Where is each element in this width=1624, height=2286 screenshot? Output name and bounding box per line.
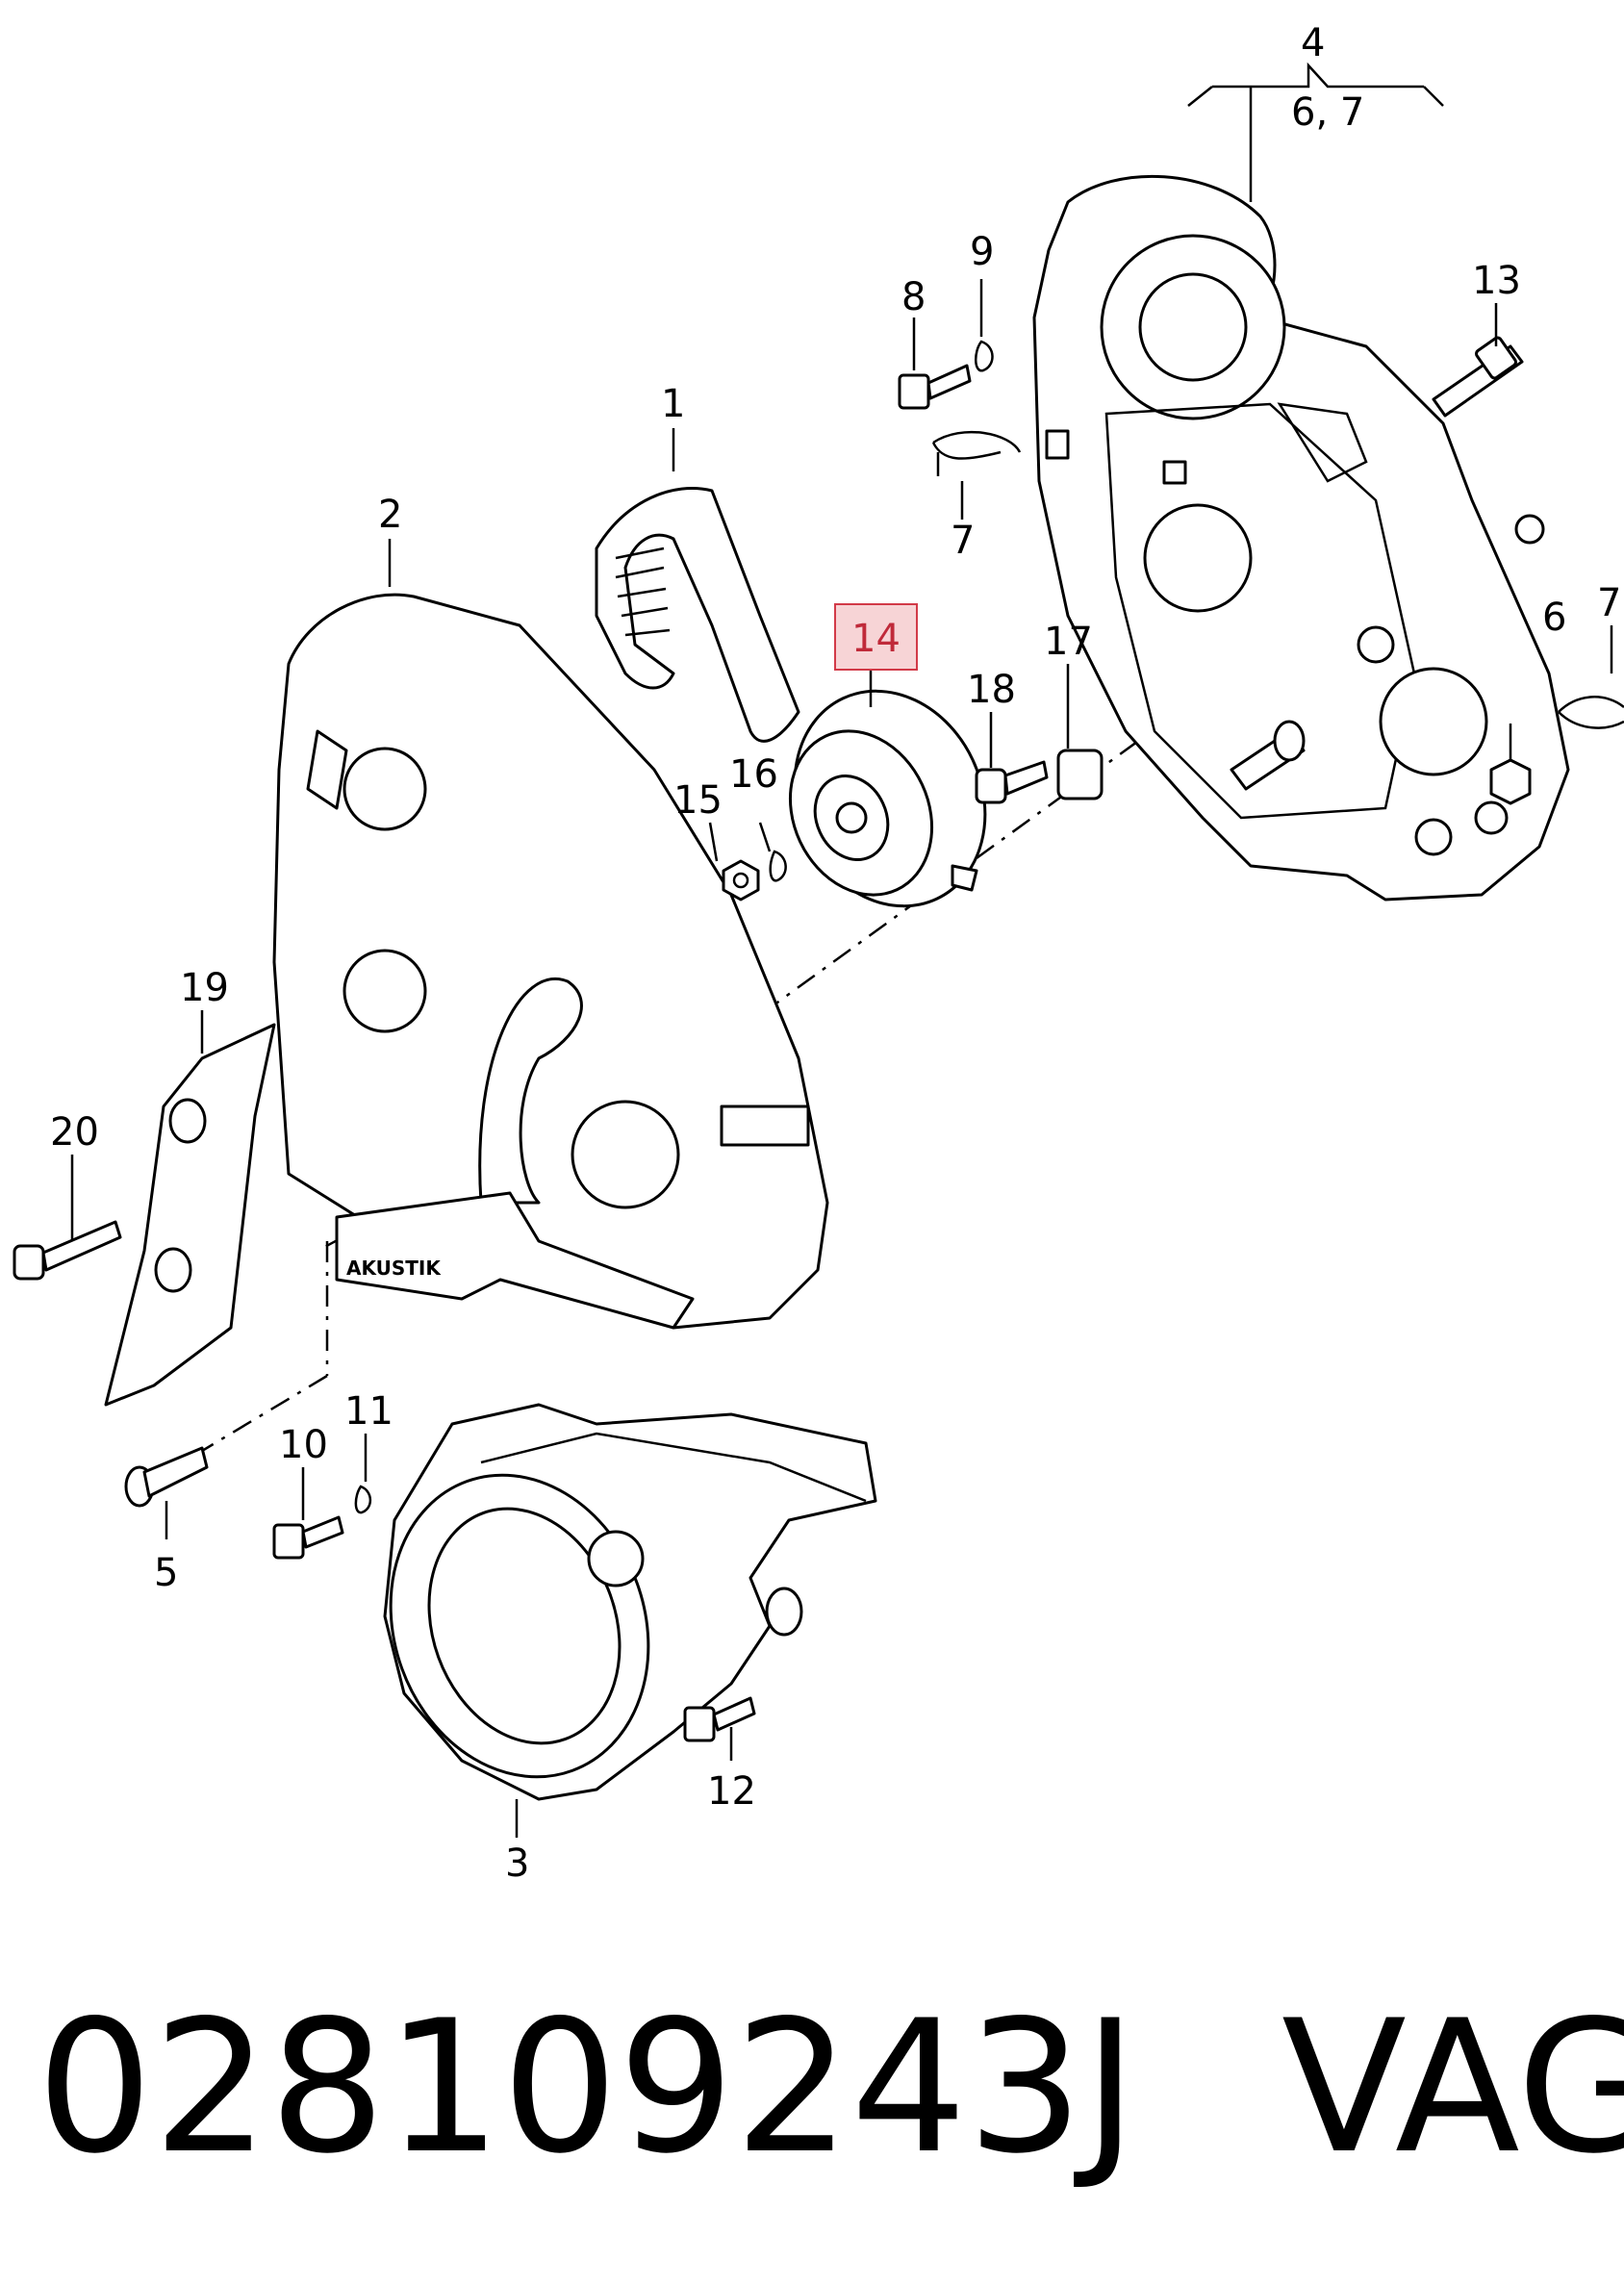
callout-15: 15 <box>673 778 723 823</box>
callout-labels: 1 2 3 4 6, 7 5 6 7 7 8 9 10 11 12 13 14 … <box>50 21 1621 1886</box>
callout-20: 20 <box>50 1110 99 1155</box>
brand-name: VAG <box>1281 1981 1624 2194</box>
bolt-12 <box>683 1696 756 1742</box>
bolt-20 <box>13 1220 122 1281</box>
callout-10: 10 <box>279 1423 328 1467</box>
part-number: 028109243J <box>37 1981 1137 2194</box>
callout-13: 13 <box>1472 259 1521 303</box>
bracket-19 <box>104 1023 276 1407</box>
stud <box>1230 720 1306 791</box>
callout-7-right: 7 <box>1597 581 1621 625</box>
callout-4: 4 <box>1301 21 1325 65</box>
tensioner-roller <box>788 689 987 908</box>
bolt-13 <box>1432 336 1524 418</box>
timing-belt <box>595 487 800 743</box>
lower-timing-cover <box>383 1403 877 1801</box>
washer-9 <box>975 340 994 372</box>
nut-15 <box>722 859 760 902</box>
exploded-parts-diagram: AKUSTIK <box>13 21 1624 1886</box>
callout-5: 5 <box>154 1551 178 1595</box>
rear-timing-cover <box>1032 174 1570 902</box>
callout-17: 17 <box>1044 620 1093 664</box>
callout-16: 16 <box>729 752 778 797</box>
callout-8: 8 <box>901 275 926 319</box>
callout-3: 3 <box>505 1842 529 1886</box>
callout-18: 18 <box>967 668 1016 712</box>
leader-lines <box>70 62 1613 1838</box>
bolt-10 <box>272 1515 344 1560</box>
axis-line-bottom <box>182 1374 328 1464</box>
callout-9: 9 <box>970 230 994 274</box>
front-timing-cover: AKUSTIK <box>272 593 829 1330</box>
bolt-8 <box>898 364 972 410</box>
pin-5 <box>124 1446 209 1508</box>
callout-7-left: 7 <box>951 519 975 563</box>
acoustic-stamp: AKUSTIK <box>346 1257 442 1280</box>
callout-4-sub: 6, 7 <box>1291 90 1364 135</box>
highlighted-part-box <box>834 603 918 671</box>
part-footer: 028109243J VAG <box>37 1981 1624 2194</box>
callout-19: 19 <box>180 966 229 1010</box>
callout-12: 12 <box>707 1769 756 1814</box>
callout-6: 6 <box>1542 596 1566 640</box>
bolt-18 <box>975 760 1049 804</box>
spacer-sleeve-17 <box>1056 749 1104 800</box>
washer-11 <box>354 1485 372 1514</box>
callout-14: 14 <box>851 617 901 661</box>
clip-7-right <box>1558 696 1624 729</box>
clip-7-upper <box>931 430 1022 476</box>
washer-16 <box>769 850 787 882</box>
nut-6 <box>1489 758 1532 805</box>
callout-1: 1 <box>661 382 685 426</box>
callout-11: 11 <box>344 1389 393 1434</box>
callout-2: 2 <box>378 493 402 537</box>
